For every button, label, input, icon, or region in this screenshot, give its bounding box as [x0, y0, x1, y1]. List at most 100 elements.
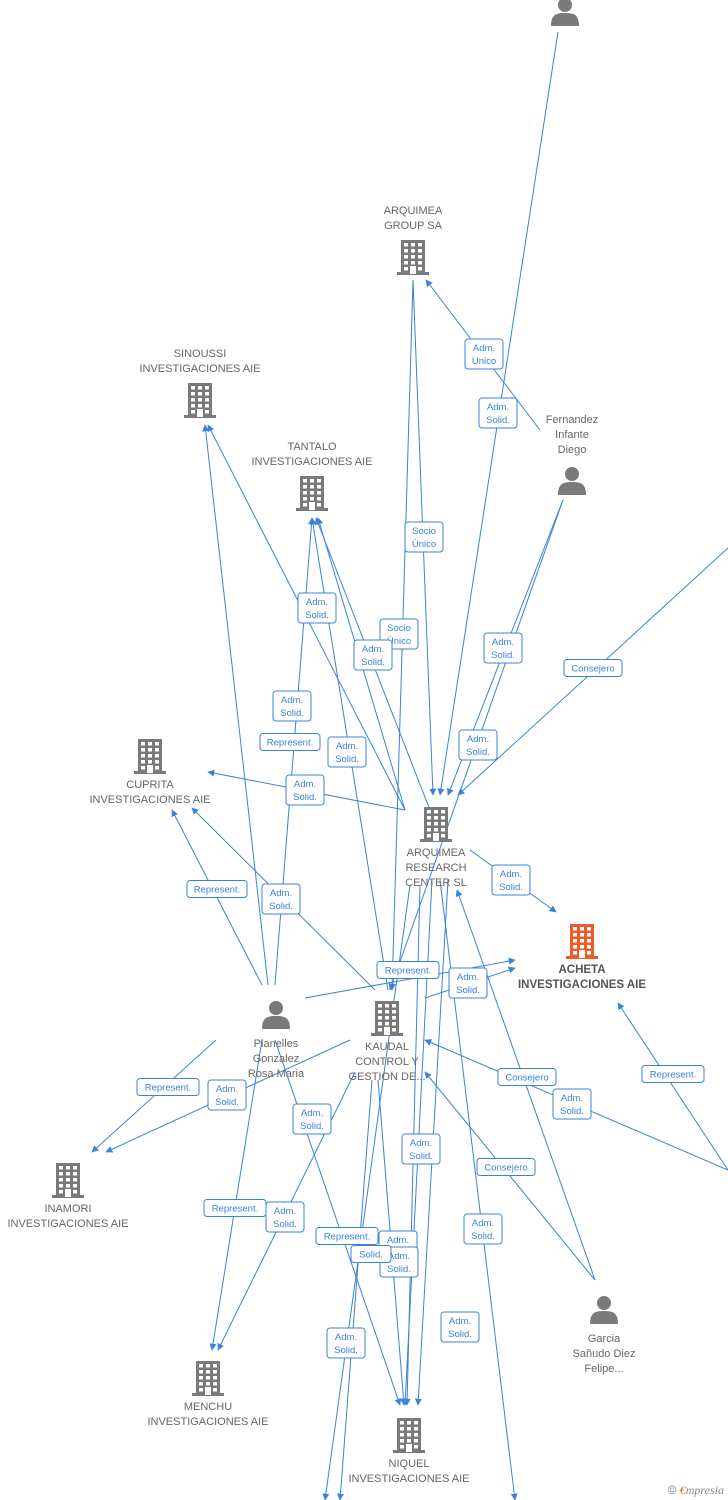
empresia-watermark[interactable]: © €mpresia	[668, 1483, 724, 1498]
edge-label-text: Adm.	[270, 888, 292, 899]
edge-label-box	[136, 1078, 200, 1096]
edge-label[interactable]: Represent.	[186, 880, 248, 898]
edge-label[interactable]: Represent.	[376, 961, 440, 979]
edge-label[interactable]: Adm.Solid.	[483, 632, 523, 664]
edge-label-box	[497, 1068, 557, 1086]
edge-label-text: Solid.	[448, 1329, 472, 1340]
edge-label-box	[265, 1201, 305, 1233]
edge-label-text: Unico	[472, 356, 496, 367]
building-icon	[397, 240, 429, 275]
edge-label-box	[463, 1213, 503, 1245]
edge-label[interactable]: Adm.Solid.	[292, 1103, 332, 1135]
edge-label-text: Adm.	[387, 1235, 409, 1246]
person-icon	[558, 467, 586, 495]
node-label-line: INVESTIGACIONES AIE	[518, 979, 646, 991]
building-icon	[192, 1361, 224, 1396]
edge-label[interactable]: Adm. Solid.	[448, 967, 488, 999]
edge-label-text: Adm.	[492, 637, 514, 648]
edge-label-text: Solid.	[359, 1250, 383, 1261]
edge-label[interactable]: Adm.Solid.	[353, 639, 393, 671]
edge-label-box	[272, 690, 312, 722]
edge-label[interactable]: Adm.Solid.	[265, 1201, 305, 1233]
edge-label[interactable]: Adm.Solid.	[458, 729, 498, 761]
building-icon	[393, 1418, 425, 1453]
edge-label[interactable]: Adm.Unico	[464, 338, 504, 370]
edge-label[interactable]: Consejero	[497, 1068, 557, 1086]
edge-line	[322, 884, 411, 1500]
edge-label-text: Adm.	[561, 1093, 583, 1104]
edge-label-text: Solid.	[387, 1264, 411, 1275]
edge-label-text: Solid.	[486, 415, 510, 426]
edge-label[interactable]: Adm.Solid.	[401, 1133, 441, 1165]
node-label-line: ARQUIMEA	[407, 847, 466, 859]
edge-label-box	[458, 729, 498, 761]
edge-label[interactable]: Adm.Solid.	[272, 690, 312, 722]
edge-label[interactable]: Adm.Solid.	[478, 397, 518, 429]
edge-label[interactable]: Adm.Solid.	[491, 864, 531, 896]
edge-label-text: Represent.	[267, 738, 313, 749]
edge-label-box	[186, 880, 248, 898]
building-icon	[420, 807, 452, 842]
edge-label-box	[448, 967, 488, 999]
edge-label[interactable]: Adm.Solid.	[552, 1088, 592, 1120]
edge-label-text: Solid.	[293, 792, 317, 803]
node-tantalo[interactable]: TANTALO INVESTIGACIONES AIE	[251, 441, 373, 511]
edge-labels-layer: Adm.UnicoAdm.Solid.SocioÚnicoSocioÚnicoA…	[136, 338, 705, 1359]
edge-label-text: Solid.	[305, 610, 329, 621]
edge-label-text: Represent.	[212, 1204, 258, 1215]
edge-label[interactable]: Solid.	[350, 1245, 392, 1263]
edge-label-text: Adm.	[301, 1108, 323, 1119]
edge-label[interactable]: Represent.	[136, 1078, 200, 1096]
edge-label-box	[401, 1133, 441, 1165]
edge-label-box	[353, 639, 393, 671]
node-label-line: CENTER SL	[405, 877, 467, 889]
node-label-line: CONTROL Y	[355, 1056, 419, 1068]
edge-label-text: Adm.	[457, 972, 479, 983]
node-p_top[interactable]	[551, 0, 579, 26]
edge-label[interactable]: Represent.	[641, 1065, 705, 1083]
edge-label[interactable]: Consejero	[563, 659, 623, 677]
edge-label[interactable]: Adm. Solid.	[440, 1311, 480, 1343]
node-label-line: Rosa Maria	[248, 1068, 305, 1080]
node-label-line: CUPRITA	[126, 779, 174, 791]
edge-label-text: Adm.	[449, 1316, 471, 1327]
edge-label-text: Represent.	[385, 966, 431, 977]
edge-label[interactable]: Adm.Solid.	[261, 883, 301, 915]
edge-label[interactable]: Adm.Solid.	[207, 1079, 247, 1111]
edge-label-box	[376, 961, 440, 979]
edge-label[interactable]: Adm.Solid.	[285, 774, 325, 806]
edge-label-text: Adm.	[274, 1206, 296, 1217]
edge-label-text: Adm.	[362, 644, 384, 655]
node-label-line: TANTALO	[287, 441, 337, 453]
edge-label-box	[476, 1158, 536, 1176]
edge-label[interactable]: Consejero	[476, 1158, 536, 1176]
edge-label[interactable]: Represent.	[203, 1199, 267, 1217]
brand-name: mpresia	[685, 1483, 724, 1497]
edge-line	[336, 1079, 373, 1500]
edge-label[interactable]: Represent.	[315, 1227, 379, 1245]
edge-label[interactable]: Adm.Solid.	[463, 1213, 503, 1245]
edge-label-box	[464, 338, 504, 370]
node-label-line: INVESTIGACIONES AIE	[251, 456, 372, 468]
edge-label[interactable]: Adm.Solid.	[297, 592, 337, 624]
node-label-line: INAMORI	[44, 1203, 91, 1215]
edge-label[interactable]: Adm.Solid.	[326, 1327, 366, 1359]
edge-label[interactable]: Represent.	[259, 733, 321, 751]
edge-label[interactable]: Adm.Solid.	[327, 736, 367, 768]
node-label-line: INVESTIGACIONES AIE	[348, 1473, 469, 1485]
edge-label-text: Solid.	[456, 985, 480, 996]
node-label-line: INVESTIGACIONES AIE	[139, 363, 260, 375]
